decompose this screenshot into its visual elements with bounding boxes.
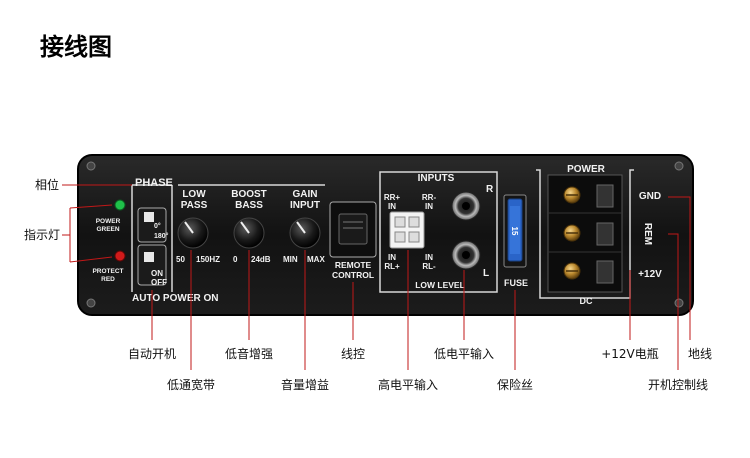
in-rl-minus-2: RL- — [422, 262, 436, 271]
power-label: POWER — [567, 164, 606, 175]
remote-label-2: CONTROL — [332, 270, 374, 280]
page-title: 接线图 — [40, 33, 112, 61]
callout-bass-boost: 低音增强 — [225, 346, 273, 361]
low-level-label: LOW LEVEL — [415, 280, 465, 290]
panel-screw-tl — [86, 161, 96, 171]
phase-180-label: 180° — [154, 232, 169, 240]
callout-ground: 地线 — [688, 347, 712, 361]
phase-switch-knob — [144, 212, 154, 222]
callout-low-level: 低电平输入 — [434, 346, 494, 361]
low-pass-min: 50 — [176, 255, 185, 264]
l-label: L — [483, 268, 489, 279]
low-pass-knob-indicator — [184, 221, 194, 234]
boost-min: 0 — [233, 255, 238, 264]
protect-red-label-1: PROTECT — [92, 268, 123, 275]
remote-port-jack — [338, 213, 368, 245]
on-label: ON — [151, 269, 163, 278]
dc-label: DC — [580, 296, 593, 306]
callout-remote: 线控 — [341, 347, 365, 361]
callout-phase: 相位 — [35, 177, 59, 192]
in-rl-minus-1: IN — [425, 253, 433, 262]
r-label: R — [486, 184, 494, 195]
power-frame — [536, 169, 634, 299]
gain-max: MAX — [307, 255, 325, 264]
panel-screw-bl — [86, 298, 96, 308]
inputs-frame — [379, 171, 498, 293]
remote-label-1: REMOTE — [335, 260, 372, 270]
power-green-label-1: POWER — [96, 218, 121, 225]
boost-bass-label-1: BOOST — [231, 189, 267, 200]
boost-bass-label-2: BASS — [235, 200, 263, 211]
gain-input-label-2: INPUT — [290, 200, 320, 211]
rr-plus-in-2: IN — [388, 202, 396, 211]
boost-max: 24dB — [251, 255, 271, 264]
power-led — [114, 199, 126, 211]
off-label: OFF — [151, 278, 167, 287]
in-rl-plus-1: IN — [388, 253, 396, 262]
auto-power-on-label: AUTO POWER ON — [132, 293, 218, 304]
callout-gain: 音量增益 — [281, 377, 329, 392]
panel-screw-tr — [674, 161, 684, 171]
callout-fuse: 保险丝 — [497, 377, 533, 392]
callout-indicator: 指示灯 — [24, 227, 60, 242]
gain-input-label-1: GAIN — [293, 189, 318, 200]
gnd-label: GND — [639, 191, 661, 202]
low-pass-max: 150HZ — [196, 255, 220, 264]
callout-low-pass: 低通宽带 — [167, 377, 215, 392]
phase-0-label: 0° — [154, 222, 161, 230]
power-green-label-2: GREEN — [96, 226, 119, 233]
callout-lines — [62, 184, 691, 370]
rr-minus-in-1: RR- — [422, 193, 437, 202]
protect-red-label-2: RED — [101, 276, 115, 283]
inputs-label: INPUTS — [418, 173, 455, 184]
callout-auto-on: 自动开机 — [128, 347, 176, 361]
in-rl-plus-2: RL+ — [384, 262, 400, 271]
protect-led — [114, 250, 126, 262]
boost-bass-knob-indicator — [240, 221, 250, 234]
auto-on-switch-knob — [144, 252, 154, 262]
gain-knob-indicator — [296, 221, 306, 234]
low-pass-label-1: LOW — [182, 189, 206, 200]
rem-label: REM — [642, 223, 653, 245]
callout-remote-wire: 开机控制线 — [648, 378, 708, 392]
fuse-rating: 15 — [510, 227, 519, 236]
callout-power12v: +12V电瓶 — [601, 347, 659, 361]
plus12v-label: +12V — [638, 269, 662, 280]
low-pass-label-2: PASS — [181, 200, 208, 211]
phase-label: PHASE — [135, 177, 173, 189]
left-section-frame — [131, 184, 173, 292]
callout-high-level: 高电平输入 — [378, 377, 438, 392]
rr-minus-in-2: IN — [425, 202, 433, 211]
fuse-label: FUSE — [504, 278, 528, 288]
rr-plus-in-1: RR+ — [384, 193, 401, 202]
panel-screw-br — [674, 298, 684, 308]
gain-min: MIN — [283, 255, 298, 264]
